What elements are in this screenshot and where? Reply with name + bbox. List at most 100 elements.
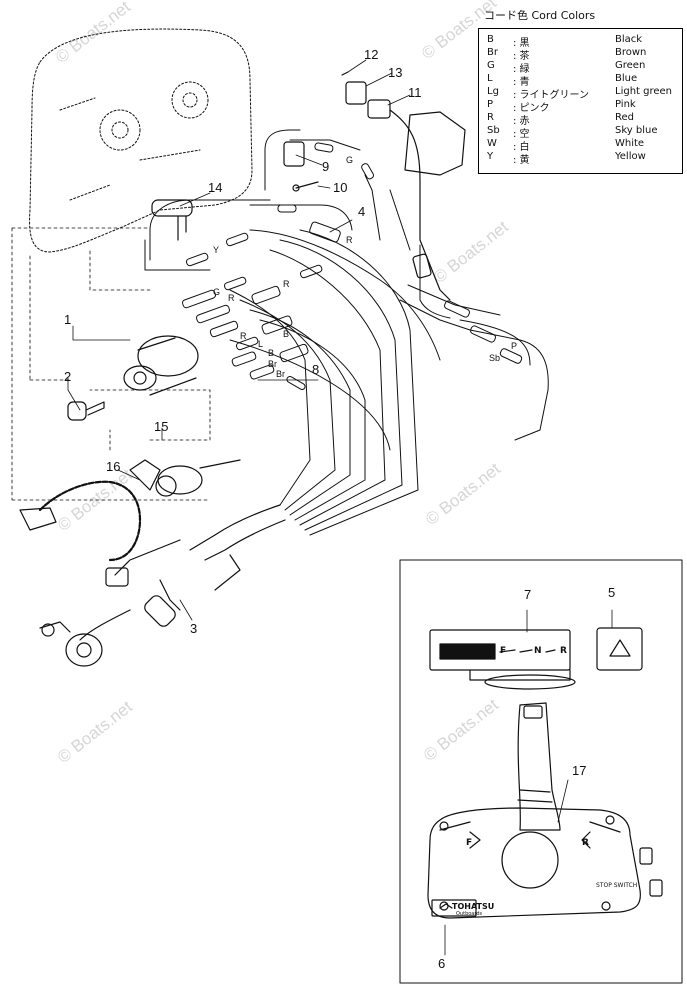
part-12-screw — [341, 71, 349, 76]
stop-switch-label: STOP SWITCH — [596, 882, 638, 889]
part-4-connector — [309, 221, 341, 243]
part-13 — [345, 81, 367, 105]
part-8-clip — [286, 376, 306, 390]
wire-label: G — [346, 155, 354, 165]
callout-4[interactable]: 4 — [358, 204, 366, 219]
legend-row: Lg : ライトグリーン Light green — [487, 86, 679, 101]
legend-row: L : 青 Blue — [487, 73, 679, 88]
callout-7[interactable]: 7 — [524, 587, 532, 602]
legend-jp: : ライトグリーン — [513, 90, 590, 101]
legend-en: Pink — [615, 99, 636, 110]
wire-label: Br — [276, 369, 285, 379]
cord-color-legend: コード色 Cord Colors B : 黒 Black Br : 茶 Brown G:… — [478, 2, 683, 174]
legend-jp: : 黄 — [513, 155, 530, 166]
legend-jp: : 赤 — [513, 116, 530, 127]
legend-row: W : 白 White — [487, 138, 679, 153]
legend-code: Lg — [487, 86, 499, 97]
key-part-2 — [67, 401, 105, 421]
wire-label: P — [511, 341, 518, 351]
engine-bracket — [29, 28, 253, 253]
main-switch-part-1 — [123, 335, 199, 396]
legend-en: Red — [615, 112, 634, 123]
wire-label: R — [283, 279, 290, 289]
callout-3[interactable]: 3 — [190, 621, 198, 636]
legend-en: Yellow — [615, 151, 646, 162]
legend-jp: : 白 — [513, 142, 530, 153]
wire-label: G — [213, 287, 221, 297]
legend-en: Black — [615, 34, 643, 45]
wire-label: R — [240, 331, 247, 341]
callout-9[interactable]: 9 — [322, 159, 330, 174]
legend-jp: : ピンク — [513, 103, 550, 114]
wire-label: R — [346, 235, 353, 245]
lever-r-label: R — [582, 838, 589, 848]
lanyard-part-16 — [19, 459, 161, 562]
legend-code: R — [487, 112, 494, 123]
callout-11[interactable]: 11 — [408, 85, 422, 100]
callout-1[interactable]: 1 — [64, 312, 72, 327]
part-9 — [283, 141, 305, 167]
part-3-tube — [144, 595, 176, 627]
legend-jp: : 茶 — [513, 51, 530, 62]
gear-f-label: F — [500, 646, 507, 656]
legend-code: Y — [487, 151, 494, 162]
connectors — [182, 142, 523, 390]
callout-15[interactable]: 15 — [154, 419, 169, 434]
legend-row: P : ピンク Pink — [487, 99, 679, 114]
plug-connector — [105, 567, 129, 587]
callout-6[interactable]: 6 — [438, 956, 446, 971]
part-11 — [367, 99, 391, 119]
wire-label: B — [268, 348, 275, 358]
callout-5[interactable]: 5 — [608, 585, 616, 600]
legend-row: Y : 黄 Yellow — [487, 151, 679, 166]
legend-row: Br : 茶 Brown — [487, 47, 679, 62]
legend-code: B — [487, 34, 494, 45]
gear-n-label: N — [534, 646, 542, 656]
legend-en: White — [615, 138, 645, 149]
legend-code: Sb — [487, 125, 500, 136]
inset-panel — [399, 559, 683, 984]
callout-13[interactable]: 13 — [388, 65, 403, 80]
callout-16[interactable]: 16 — [106, 459, 121, 474]
wire-label: B — [283, 329, 290, 339]
callout-8[interactable]: 8 — [312, 362, 320, 377]
legend-title: コード色 Cord Colors — [484, 9, 596, 22]
legend-row: B : 黒 Black — [487, 34, 679, 49]
stop-switch-part-15 — [155, 459, 241, 497]
part-11-grip — [404, 111, 466, 176]
brand-sub-label: Outboards — [456, 911, 483, 917]
legend-code: Br — [487, 47, 498, 58]
legend-jp: : 緑 — [513, 64, 530, 75]
decal-part-5 — [596, 609, 643, 671]
remote-control-part-6 — [427, 702, 663, 956]
callout-14[interactable]: 14 — [208, 180, 223, 195]
legend-jp: : 黒 — [513, 38, 530, 49]
lower-harness — [39, 504, 286, 667]
legend-en: Blue — [615, 73, 638, 84]
gear-indicator-part-7 — [429, 629, 576, 690]
wire-label: L — [258, 339, 264, 349]
legend-en: Brown — [615, 47, 647, 58]
legend-en: Sky blue — [615, 125, 658, 136]
legend-code: L — [487, 73, 493, 84]
callout-12[interactable]: 12 — [364, 47, 379, 62]
wire-label: R — [228, 293, 235, 303]
part-14-relay — [151, 199, 193, 217]
legend-row: G : 緑 Green — [487, 60, 679, 75]
legend-jp: : 空 — [513, 129, 530, 140]
gear-r-label: R — [560, 646, 567, 656]
wire-label: Sb — [489, 353, 501, 363]
legend-code: W — [487, 138, 497, 149]
wire-label: Y — [213, 245, 220, 255]
callout-2[interactable]: 2 — [64, 369, 72, 384]
legend-code: P — [487, 99, 494, 110]
part-10-screw — [295, 181, 319, 189]
legend-jp: : 青 — [513, 77, 530, 88]
legend-code: G — [487, 60, 495, 71]
callout-17[interactable]: 17 — [572, 763, 587, 778]
legend-en: Green — [615, 60, 646, 71]
callout-10[interactable]: 10 — [333, 180, 348, 195]
legend-en: Light green — [615, 86, 673, 97]
